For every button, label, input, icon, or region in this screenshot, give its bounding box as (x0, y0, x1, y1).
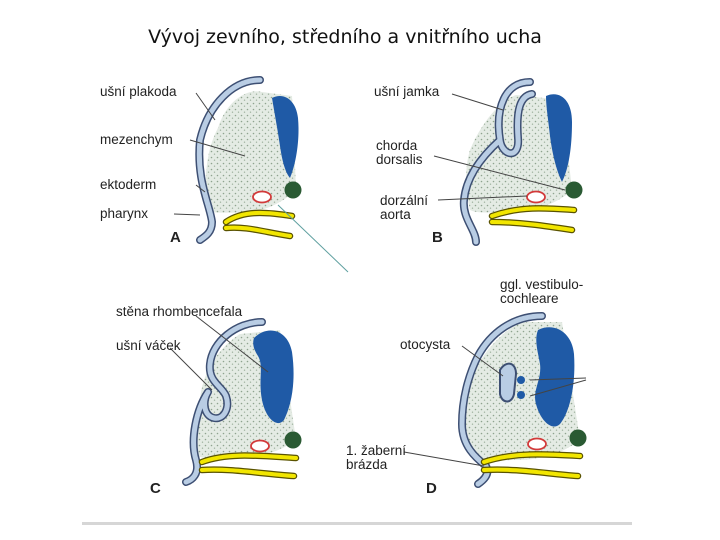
label-ggl-vestibulo: ggl. vestibulo- (500, 277, 583, 292)
bottom-divider (82, 522, 632, 525)
panel-a: ušní plakoda mezenchym ektoderm pharynx … (100, 80, 302, 246)
panel-letter-a: A (170, 229, 181, 246)
aorta-d (528, 439, 546, 450)
vestibulocochlear-ganglion-1 (517, 376, 525, 384)
aorta-b (527, 192, 545, 203)
label-stena-rhombencefala: stěna rhombencefala (116, 304, 243, 319)
label-usni-plakoda: ušní plakoda (100, 84, 177, 99)
panel-letter-b: B (432, 229, 443, 246)
label-otocysta: otocysta (400, 337, 451, 352)
label-dorzalni: dorzální (380, 193, 428, 208)
label-chorda: chorda (376, 138, 418, 153)
notochord-c (285, 432, 302, 449)
label-brazda: brázda (346, 457, 388, 472)
aorta-c (251, 441, 269, 452)
aorta-a (253, 192, 271, 203)
panel-letter-d: D (426, 480, 437, 497)
panel-b: ušní jamka chorda dorsalis dorzální aort… (374, 82, 583, 246)
label-dorsalis: dorsalis (376, 152, 423, 167)
notochord-b (566, 182, 583, 199)
panel-d: ggl. vestibulo- cochleare otocysta 1. ža… (346, 277, 587, 497)
label-mezenchym: mezenchym (100, 132, 173, 147)
panel-c: stěna rhombencefala ušní váček C (116, 304, 302, 497)
panel-letter-c: C (150, 480, 161, 497)
label-aorta: aorta (380, 207, 411, 222)
label-usni-vacek: ušní váček (116, 338, 181, 353)
label-usni-jamka: ušní jamka (374, 84, 440, 99)
notochord-d (570, 430, 587, 447)
notochord-a (285, 182, 302, 199)
label-zaberni: 1. žaberní (346, 443, 406, 458)
vestibulocochlear-ganglion-2 (517, 391, 525, 399)
label-cochleare: cochleare (500, 291, 559, 306)
label-ektoderm: ektoderm (100, 177, 156, 192)
label-pharynx: pharynx (100, 206, 148, 221)
otocyst-d (500, 364, 516, 402)
